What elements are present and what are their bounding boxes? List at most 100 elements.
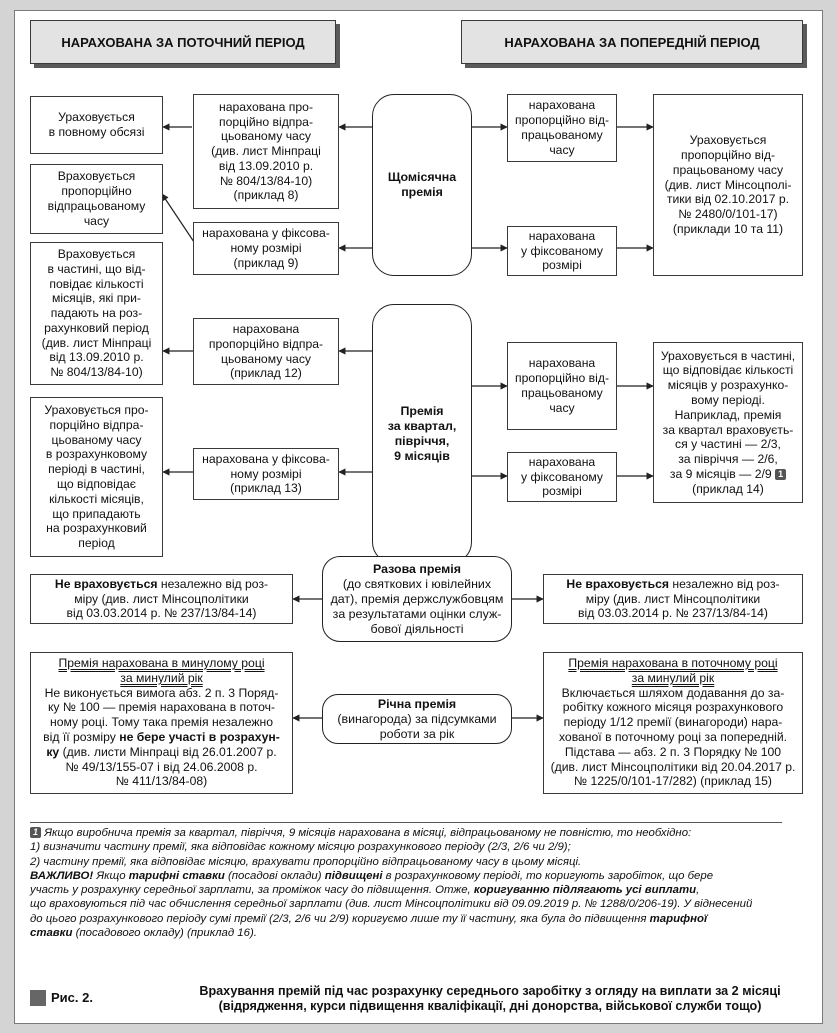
- line: Включається шляхом додавання до за-: [561, 685, 785, 700]
- quarter-prev-result: Ураховується в частині, що відповідає кі…: [653, 342, 803, 503]
- footnote-badge: 1: [30, 827, 42, 838]
- figure-marker-icon: [30, 990, 46, 1006]
- line: Ураховується: [689, 133, 767, 148]
- text: (посадові оклади): [224, 869, 325, 882]
- line: за квартал враховуєть-: [662, 422, 794, 437]
- line: Враховується: [57, 169, 136, 184]
- line: ся у частині — 2/3,: [675, 437, 781, 452]
- line: від 03.03.2014 р. № 237/13/84-14): [578, 606, 768, 621]
- annual-left-title: за минулий рік: [120, 670, 203, 685]
- monthly-title-line: Щомісячна: [387, 170, 457, 184]
- text: незалежно від роз-: [157, 576, 269, 591]
- footnote-badge: 1: [775, 468, 787, 480]
- quarter-title-line: півріччя,: [394, 434, 450, 448]
- annual-left-title: Премія нарахована в минулому році: [58, 656, 265, 670]
- one-time-title: Разова премія: [373, 561, 461, 576]
- line: на розрахунковий: [46, 521, 147, 536]
- line: робітку кожного місяця розрахункового: [562, 700, 784, 715]
- line: (приклад 14): [692, 481, 764, 496]
- caption-line: Врахування премій під час розрахунку сер…: [199, 984, 781, 998]
- line: від її розміру не бере участі в розрахун…: [43, 730, 280, 745]
- line: (див. лист Мінсоцполітики від 20.04.2017…: [550, 759, 796, 774]
- line: працьованому: [521, 128, 603, 142]
- line: роботи за рік: [379, 726, 455, 741]
- line: ку № 100 — премія нарахована в поточ-: [47, 700, 276, 715]
- quarter-title-line: Премія: [400, 404, 444, 418]
- line: Підстава — абз. 2 п. 3 Порядку № 100: [564, 744, 782, 759]
- monthly-current-fixed: нарахована у фіксова- ному розмірі (прик…: [193, 222, 339, 275]
- line: від 03.03.2014 р. № 237/13/84-14): [66, 606, 257, 621]
- line: повідає кількості: [49, 276, 144, 291]
- line: Враховується: [57, 246, 136, 261]
- line: нарахована: [528, 228, 596, 243]
- line: періоді в частині,: [48, 462, 145, 477]
- monthly-prev-result: Ураховується пропорційно від- працьовано…: [653, 94, 803, 276]
- line: Наприклад, премія: [674, 407, 782, 422]
- text: (посадового окладу) (приклад 16).: [72, 927, 257, 940]
- annual-title: Річна премія: [377, 696, 457, 711]
- line: періоду 1/12 премії (винагороди) нара-: [563, 715, 783, 730]
- emphasis: тарифної: [649, 912, 708, 925]
- line: пропорційно від-: [514, 113, 610, 128]
- line: (приклад 12): [230, 366, 302, 381]
- line: пропорційно від-: [680, 148, 776, 162]
- line: нарахована: [528, 356, 596, 371]
- line: місяців у розрахунко-: [667, 378, 789, 393]
- quarter-prev-proportional: нарахована пропорційно від- працьованому…: [507, 342, 617, 430]
- line: Ураховується про-: [44, 403, 149, 418]
- line: рахунковий період: [44, 320, 149, 335]
- line: дат), премія держслужбовцям: [330, 591, 504, 606]
- line: ному році. Тому така премія незалежно: [49, 715, 274, 730]
- line: що відповідає кількості: [662, 363, 794, 378]
- text: Якщо: [93, 869, 129, 882]
- line: Не враховується незалежно від роз-: [566, 577, 779, 592]
- line: вому періоді.: [691, 392, 765, 407]
- line: ному розмірі: [230, 466, 302, 481]
- line: № 411/13/84-08): [115, 774, 208, 789]
- line: період: [78, 536, 115, 551]
- line: міру (див. лист Мінсоцполітики: [585, 591, 761, 606]
- line: (див. лист Мінсоцполі-: [664, 177, 792, 192]
- node-one-time-bonus: Разова премія (до святкових і ювілейних …: [322, 556, 512, 642]
- quarter-current-proportional: нарахована пропорційно відпра- цьованому…: [193, 318, 339, 385]
- important-label: ВАЖЛИВО!: [30, 869, 94, 882]
- line: ному розмірі: [230, 241, 302, 256]
- line: (приклад 8): [233, 188, 299, 203]
- figure-caption: Врахування премій під час розрахунку сер…: [170, 984, 810, 1014]
- line: (див. лист Мінпраці: [41, 335, 152, 350]
- line: нарахована: [232, 321, 300, 336]
- node-monthly-bonus: Щомісячна премія: [372, 94, 472, 276]
- line: цьованому часу: [220, 351, 312, 366]
- line: № 804/13/84-10): [219, 173, 313, 188]
- text: Якщо виробнича премія за квартал, півріч…: [44, 827, 692, 839]
- not-counted: не бере участі в розрахун-: [119, 729, 280, 744]
- line: у фіксованому: [521, 469, 603, 484]
- emphasis: тарифні ставки: [128, 869, 225, 882]
- line: пропорційно від-: [514, 371, 610, 386]
- header-current-period: НАРАХОВАНА ЗА ПОТОЧНИЙ ПЕРІОД: [30, 20, 336, 64]
- note-line: до цього розрахункового періоду сумі пре…: [30, 912, 782, 926]
- note-line: 1 Якщо виробнича премія за квартал, півр…: [30, 826, 782, 840]
- caption-line: (відрядження, курси підвищення кваліфіка…: [218, 999, 762, 1013]
- line: пропорційно: [61, 184, 132, 199]
- text: ,: [696, 884, 700, 897]
- line: ку (див. листи Мінпраці від 26.01.2007 р…: [46, 745, 276, 760]
- line: цьованому часу: [51, 432, 142, 447]
- quarter-title-line: за квартал,: [387, 419, 457, 433]
- line: (приклад 9): [233, 255, 299, 270]
- line: розмірі: [542, 484, 582, 499]
- line: нарахована: [528, 454, 596, 469]
- line: нарахована у фіксова-: [202, 451, 330, 466]
- monthly-prev-proportional: нарахована пропорційно від- працьованому…: [507, 94, 617, 162]
- line: що припадають: [52, 506, 141, 521]
- one-time-left: Не враховується незалежно від роз- міру …: [30, 574, 293, 624]
- monthly-prev-fixed: нарахована у фіксованому розмірі: [507, 226, 617, 276]
- header-previous-period: НАРАХОВАНА ЗА ПОПЕРЕДНІЙ ПЕРІОД: [461, 20, 803, 64]
- line: кількості місяців,: [49, 491, 144, 506]
- annual-left: Премія нарахована в минулому році за мин…: [30, 652, 293, 794]
- footnotes: 1 Якщо виробнича премія за квартал, півр…: [30, 822, 782, 940]
- line: Не враховується незалежно від роз-: [55, 577, 268, 592]
- line: в розрахунковому: [45, 447, 148, 462]
- figure-label: Рис. 2.: [51, 990, 93, 1005]
